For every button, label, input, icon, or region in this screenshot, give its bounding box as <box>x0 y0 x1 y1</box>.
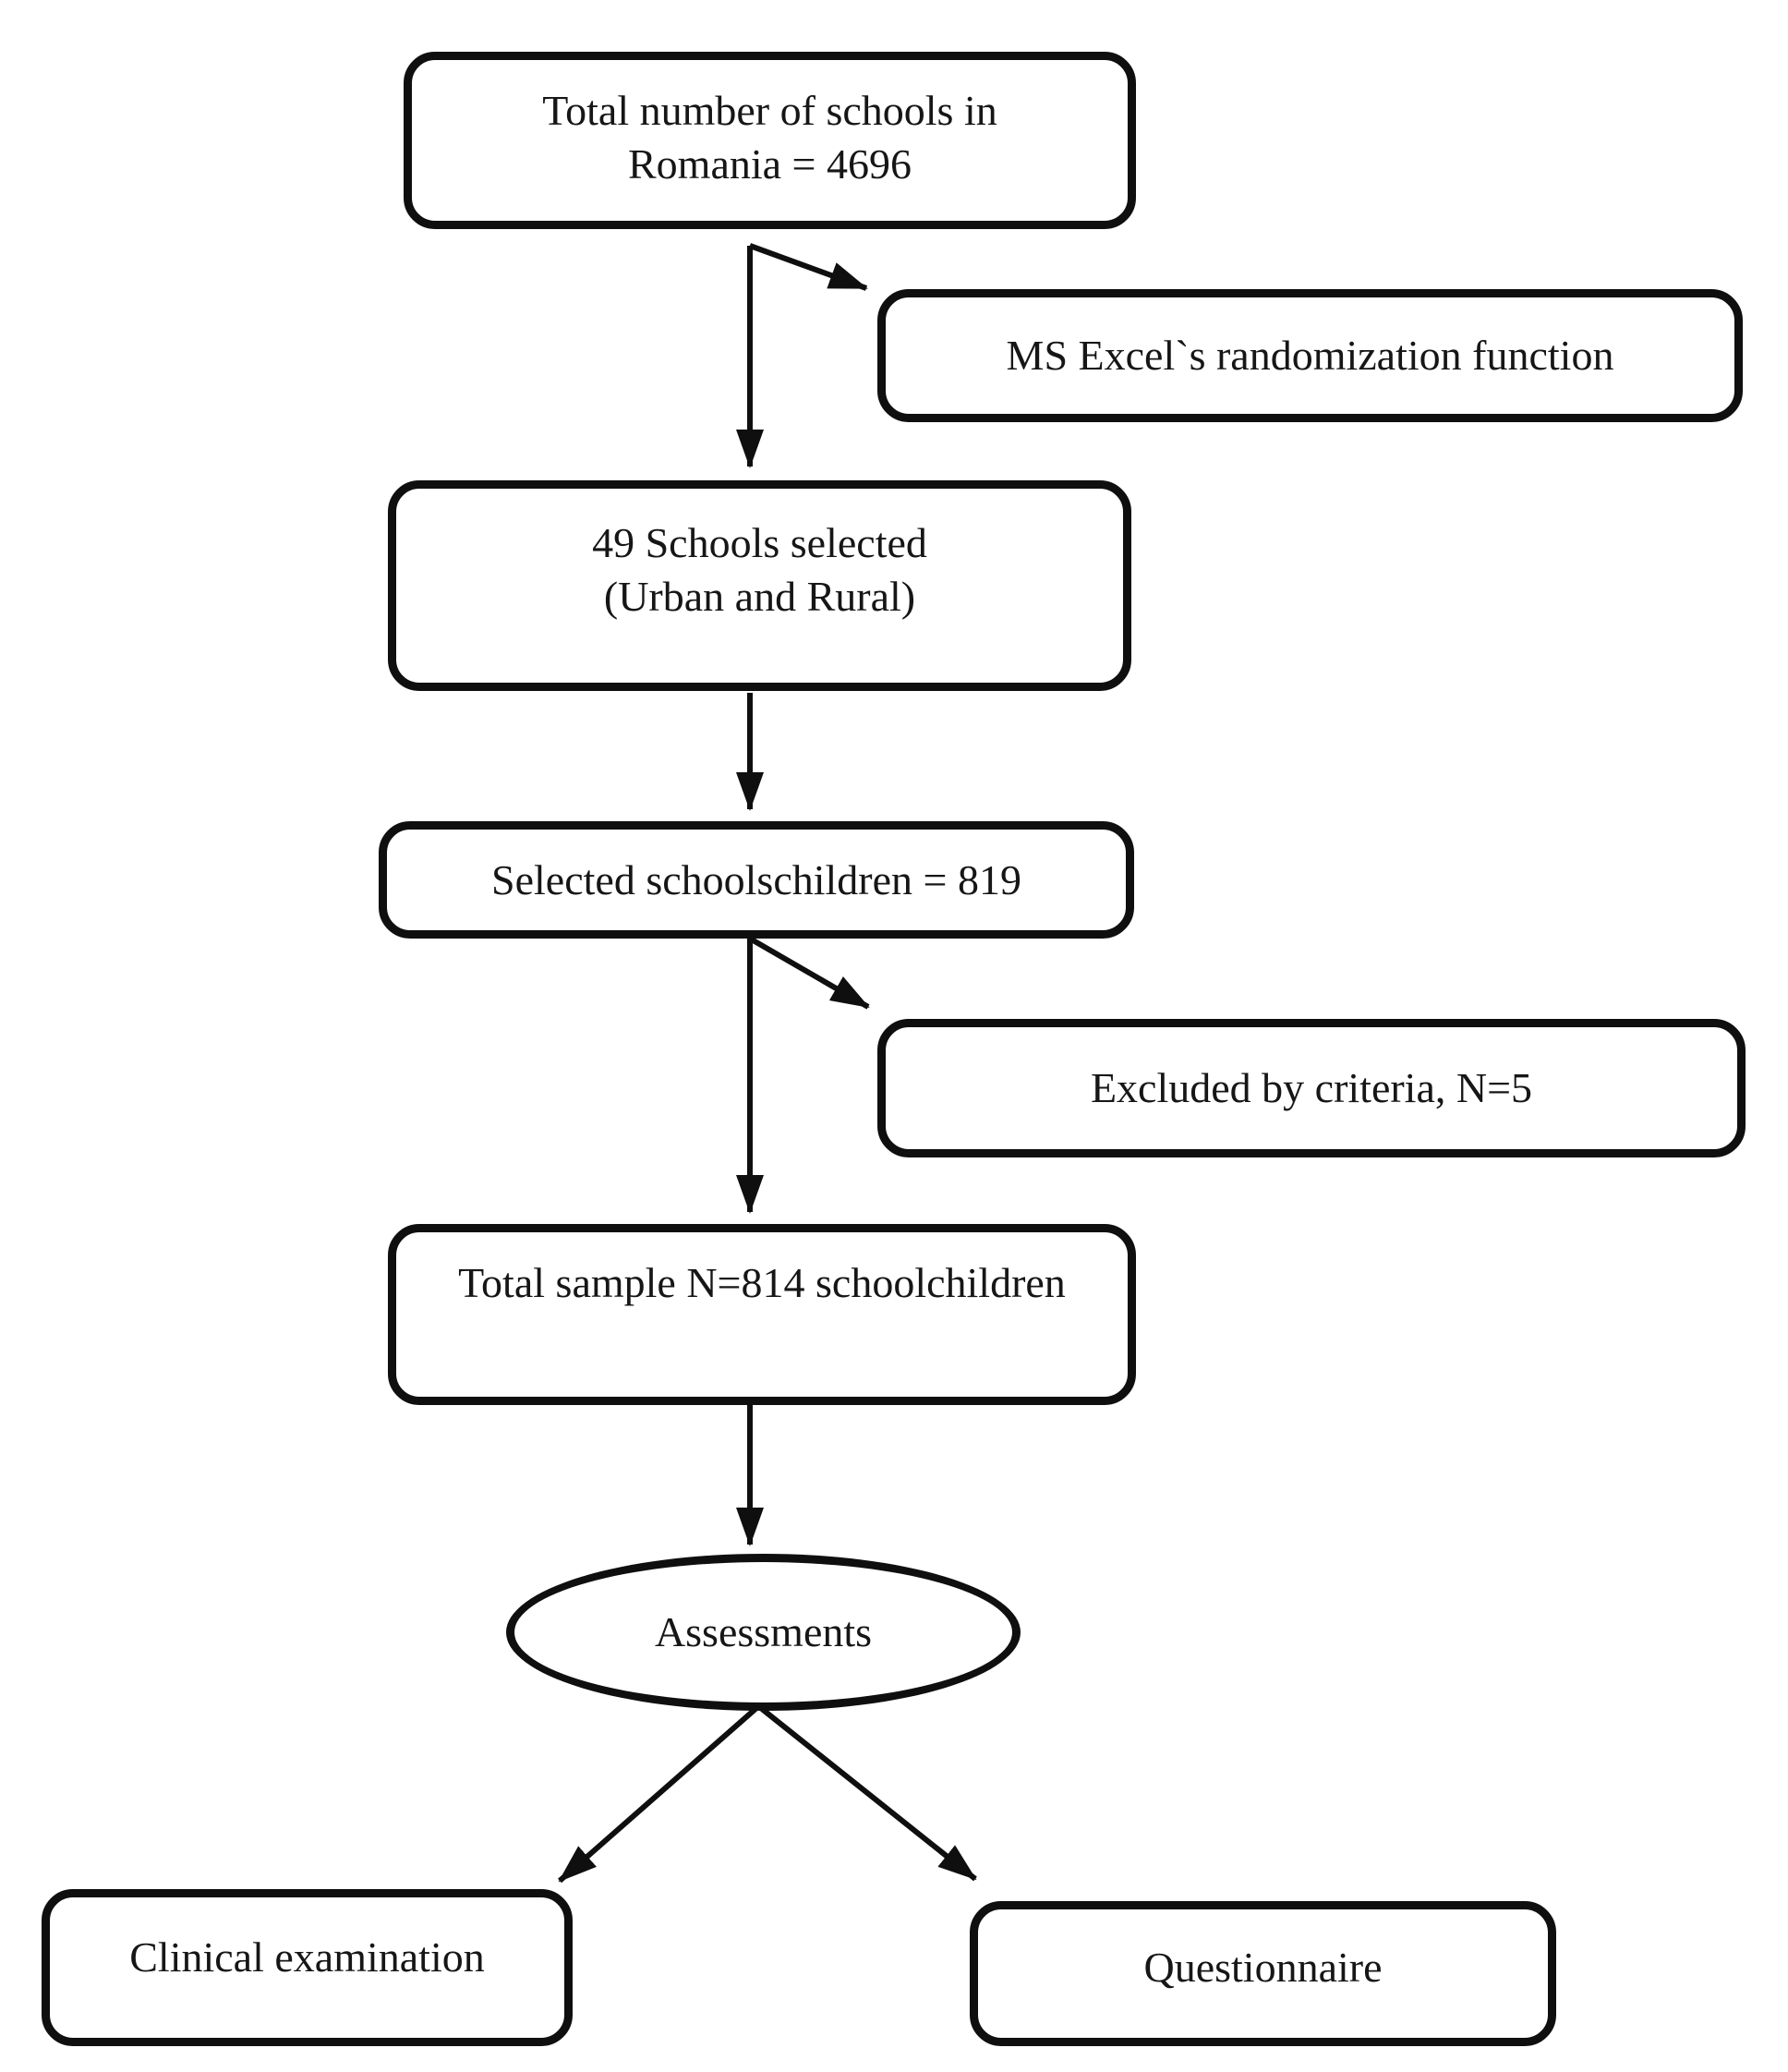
node-schools-selected-line1: 49 Schools selected <box>592 519 927 566</box>
arrow-branch-to-excluded <box>748 936 870 1010</box>
node-total-schools: Total number of schools in Romania = 469… <box>404 52 1136 229</box>
node-questionnaire: Questionnaire <box>970 1901 1556 2046</box>
arrow-branch-to-randomization <box>748 243 868 291</box>
node-questionnaire-label: Questionnaire <box>1143 1943 1383 1991</box>
node-selected-schoolchildren: Selected schoolschildren = 819 <box>379 821 1134 939</box>
node-total-sample-label: Total sample N=814 schoolchildren <box>458 1259 1066 1306</box>
node-clinical-examination-label: Clinical examination <box>129 1933 485 1981</box>
node-assessments-label: Assessments <box>654 1608 873 1656</box>
node-randomization-label: MS Excel`s randomization function <box>1006 332 1614 380</box>
node-randomization: MS Excel`s randomization function <box>877 289 1743 422</box>
node-selected-schoolchildren-label: Selected schoolschildren = 819 <box>491 855 1021 903</box>
node-schools-selected: 49 Schools selected (Urban and Rural) <box>388 480 1131 691</box>
node-excluded-label: Excluded by criteria, N=5 <box>1090 1064 1533 1112</box>
node-total-sample: Total sample N=814 schoolchildren <box>388 1224 1136 1405</box>
arrow-assessments-to-questionnaire <box>760 1706 977 1882</box>
node-total-schools-line2: Romania = 4696 <box>627 139 912 188</box>
arrow-assessments-to-clinical <box>558 1706 757 1884</box>
node-clinical-examination: Clinical examination <box>42 1889 573 2046</box>
node-assessments: Assessments <box>506 1554 1021 1711</box>
node-total-schools-line1: Total number of schools in <box>542 87 997 134</box>
node-schools-selected-line2: (Urban and Rural) <box>603 572 916 620</box>
node-excluded: Excluded by criteria, N=5 <box>877 1019 1746 1157</box>
